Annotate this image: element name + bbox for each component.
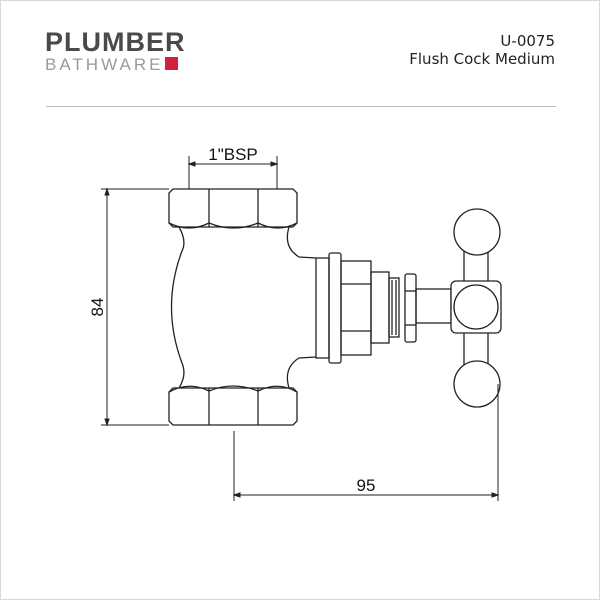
brand-logo-square <box>165 57 178 70</box>
cross-handle <box>450 208 502 408</box>
thread-size-label: 1"BSP <box>208 145 258 164</box>
product-name: Flush Cock Medium <box>409 50 555 68</box>
brand-logo-line2: BATHWARE <box>45 55 164 74</box>
valve-bonnet <box>315 252 452 364</box>
header-divider <box>46 106 556 107</box>
valve-body <box>168 188 317 426</box>
depth-dimension-label: 95 <box>357 476 376 495</box>
height-dimension-label: 84 <box>88 298 107 317</box>
dimension-lines <box>101 156 500 501</box>
product-code: U-0075 <box>500 32 555 50</box>
brand-logo-line1: PLUMBER <box>45 27 186 57</box>
